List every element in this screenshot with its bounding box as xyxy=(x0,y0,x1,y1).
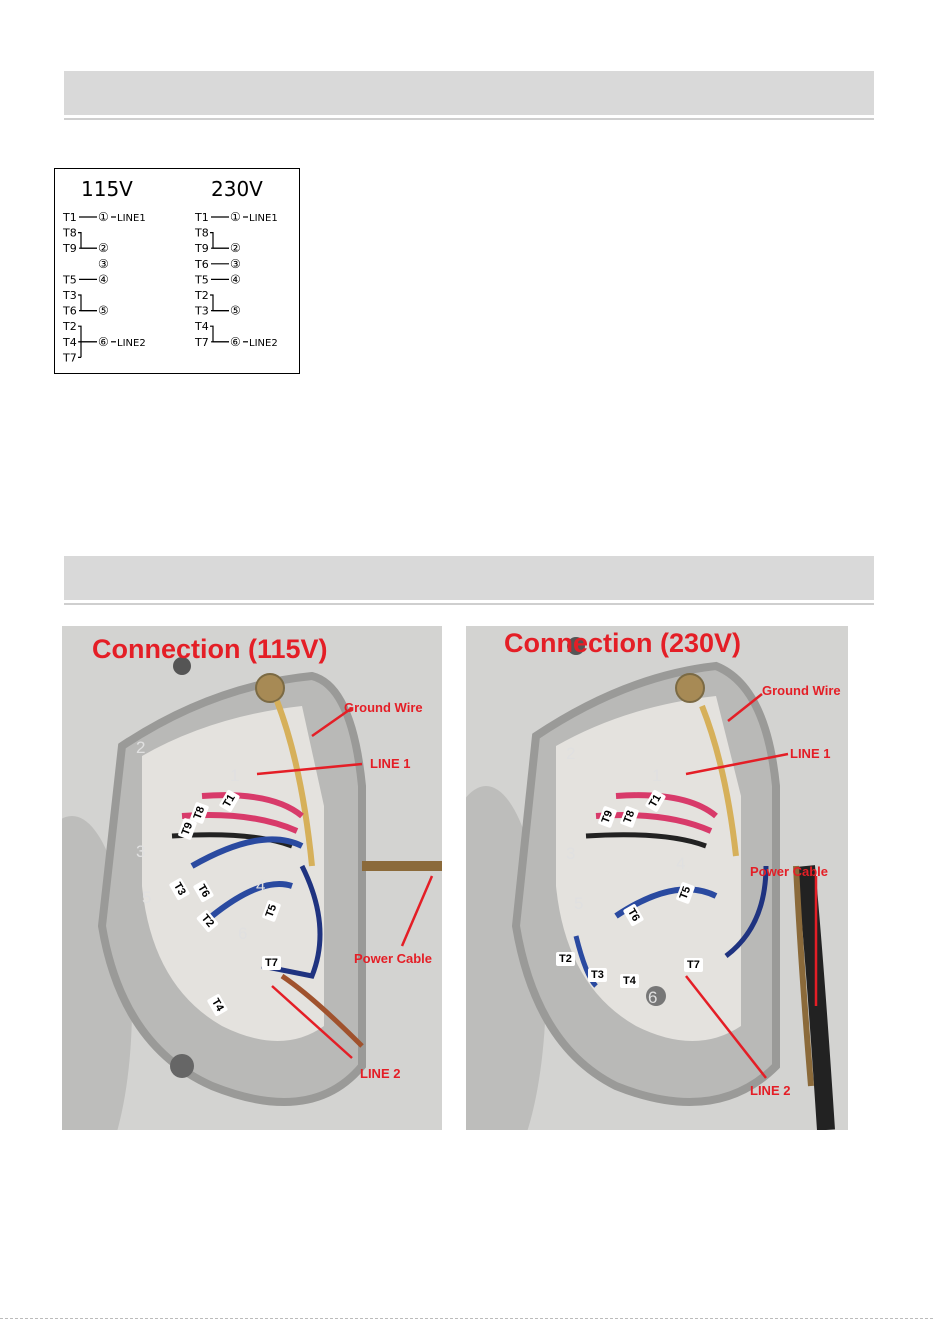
terminal-post: ⑥ xyxy=(230,335,241,349)
line-label: LINE2 xyxy=(117,338,146,349)
arrow-line1 xyxy=(685,752,789,776)
post-number-4: 4 xyxy=(676,854,686,873)
arrow-line2 xyxy=(271,985,353,1059)
tag-t2: T2 xyxy=(556,952,575,966)
line-label: LINE1 xyxy=(249,213,278,224)
post-number-1: 1 xyxy=(230,766,240,785)
post-number-5: 5 xyxy=(574,894,584,913)
line-label: LINE2 xyxy=(249,338,278,349)
terminal-post: ④ xyxy=(230,272,241,286)
terminal-label: T7 xyxy=(194,336,209,349)
photo-title-230v: Connection (230V) xyxy=(504,628,742,658)
terminal-label: T5 xyxy=(194,273,209,286)
tag-t7: T7 xyxy=(262,956,281,970)
terminal-post: ⑤ xyxy=(230,304,241,318)
heading-230v: 230V xyxy=(211,177,263,201)
post-number-6: 6 xyxy=(648,988,658,1007)
terminal-post: ② xyxy=(230,241,241,255)
callout-line-2: LINE 2 xyxy=(750,1083,791,1098)
terminal-label: T4 xyxy=(194,320,209,333)
post-number-5: 5 xyxy=(142,888,152,907)
arrow-line2 xyxy=(685,975,767,1079)
callout-power-cable: Power Cable xyxy=(354,951,433,966)
terminal-label: T2 xyxy=(194,289,209,302)
bracket xyxy=(210,232,229,249)
terminal-label: T3 xyxy=(62,289,77,302)
callout-line-1: LINE 1 xyxy=(790,746,831,761)
terminal-post: ⑤ xyxy=(98,304,109,318)
arrow-power xyxy=(400,875,434,947)
heading-115v: 115V xyxy=(81,177,133,201)
terminal-post: ⑥ xyxy=(98,335,109,349)
callout-line-1: LINE 1 xyxy=(370,756,411,771)
bracket xyxy=(210,294,229,312)
terminal-label: T3 xyxy=(194,305,209,318)
bracket xyxy=(78,325,97,358)
post-number-1: 1 xyxy=(652,766,662,785)
section-rule-top xyxy=(64,118,874,120)
terminal-label: T6 xyxy=(62,305,77,318)
photo-title-115v: Connection (115V) xyxy=(92,634,328,664)
terminal-post: ① xyxy=(230,210,241,224)
post-number-4: 4 xyxy=(256,876,266,895)
bracket xyxy=(78,294,97,312)
tag-t3: T3 xyxy=(588,968,607,982)
terminal-label: T8 xyxy=(194,227,209,240)
terminal-label: T9 xyxy=(62,242,77,255)
page-footer-line xyxy=(0,1318,933,1321)
terminal-label: T8 xyxy=(62,227,77,240)
callout-line-2: LINE 2 xyxy=(360,1066,401,1081)
terminal-label: T2 xyxy=(62,320,77,333)
terminal-label: T7 xyxy=(62,351,77,364)
photo-connection-230v: Connection (230V) Ground Wire LINE 1 Pow… xyxy=(466,626,848,1130)
bracket xyxy=(78,232,97,249)
post-number-3: 3 xyxy=(566,844,576,863)
terminal-post: ③ xyxy=(230,257,241,271)
terminal-post: ① xyxy=(98,210,109,224)
callout-power-cable: Power Cable xyxy=(750,864,829,879)
terminal-label: T1 xyxy=(194,211,209,224)
arrow-ground xyxy=(727,693,763,722)
post-number-6: 6 xyxy=(238,924,248,943)
motor-terminal-box-230v xyxy=(466,626,848,1130)
bracket xyxy=(210,325,229,343)
arrow-ground xyxy=(311,706,353,738)
callout-ground-wire: Ground Wire xyxy=(762,683,841,698)
terminal-label: T1 xyxy=(62,211,77,224)
tag-t7: T7 xyxy=(684,958,703,972)
line-label: LINE1 xyxy=(117,213,146,224)
arrow-line1 xyxy=(256,762,363,776)
tag-t4: T4 xyxy=(620,974,639,988)
section-header-bar-top xyxy=(64,71,874,115)
post-number-2: 2 xyxy=(566,744,576,763)
post-number-2: 2 xyxy=(136,738,146,757)
terminal-label: T5 xyxy=(62,273,77,286)
post-number-3: 3 xyxy=(136,842,146,861)
photo-connection-115v: Connection (115V) Ground Wire LINE 1 Pow… xyxy=(62,626,442,1130)
terminal-post: ④ xyxy=(98,272,109,286)
section-header-bar-bottom xyxy=(64,556,874,600)
terminal-post: ③ xyxy=(98,257,109,271)
callout-ground-wire: Ground Wire xyxy=(344,700,423,715)
terminal-post: ② xyxy=(98,241,109,255)
terminal-label: T4 xyxy=(62,336,77,349)
terminal-label: T6 xyxy=(194,258,209,271)
terminal-label: T9 xyxy=(194,242,209,255)
motor-terminal-box-115v xyxy=(62,626,442,1130)
section-rule-bottom xyxy=(64,603,874,605)
